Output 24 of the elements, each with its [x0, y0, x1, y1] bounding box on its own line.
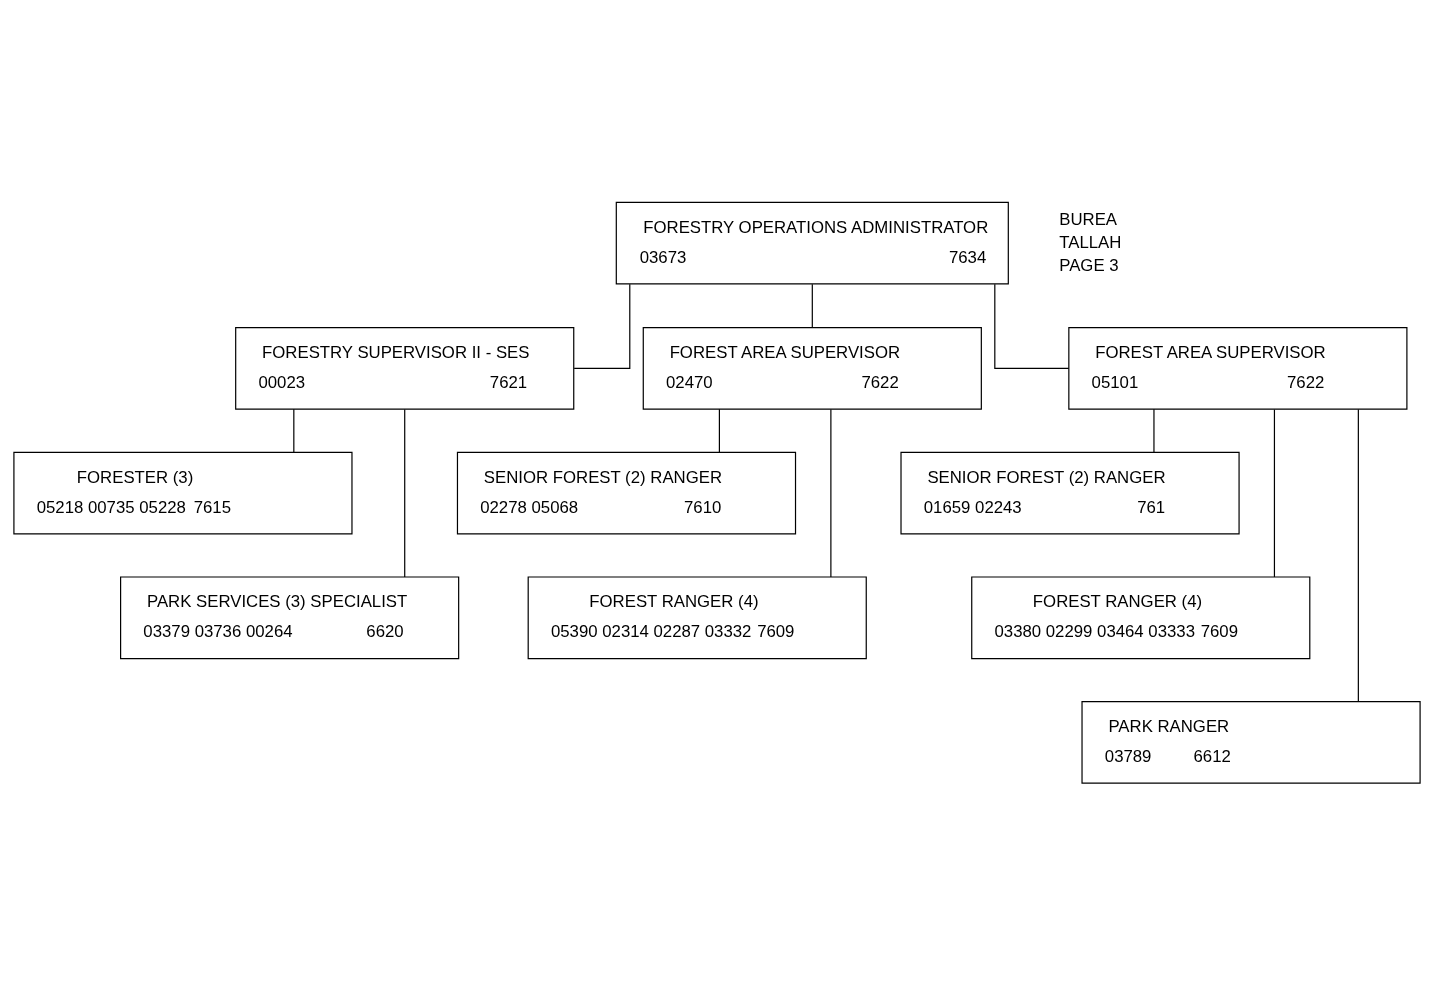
node-box: SENIOR FOREST (2) RANGER 02278 05068 7610 [456, 451, 797, 535]
connector [1357, 408, 1359, 702]
node-box: PARK RANGER 03789 6612 [1081, 701, 1421, 784]
connector [1273, 409, 1276, 578]
connector [404, 409, 406, 578]
node-box: FORESTRY OPERATIONS ADMINISTRATOR 03673 7634 [615, 201, 1009, 285]
connector [1153, 408, 1155, 453]
node-box: FOREST AREA SUPERVISOR 02470 7622 [642, 327, 982, 410]
label: TALLAH [1059, 233, 1122, 253]
node-box: SENIOR FOREST (2) RANGER 01659 02243 761 [900, 451, 1240, 535]
node-box: FOREST AREA SUPERVISOR 05101 7622 [1068, 327, 1408, 410]
node-box: FOREST RANGER (4) 05390 02314 02287 03332 7609 [527, 576, 867, 660]
label: BUREA [1059, 210, 1118, 230]
node-box: PARK SERVICES (3) SPECIALIST 03379 03736 00264 6620 [120, 576, 460, 660]
node-box: FORESTRY SUPERVISOR II - SES 00023 7621 [235, 327, 575, 410]
connector [293, 408, 295, 453]
node-box: FOREST RANGER (4) 03380 02299 03464 03333 7609 [971, 576, 1311, 660]
connector [994, 283, 1070, 370]
connector [811, 283, 813, 328]
node-box: FORESTER (3) 05218 00735 05228 7615 [13, 451, 353, 535]
connector [573, 283, 631, 370]
label: PAGE 3 [1059, 255, 1119, 275]
connector [718, 408, 720, 453]
connector [830, 409, 832, 578]
